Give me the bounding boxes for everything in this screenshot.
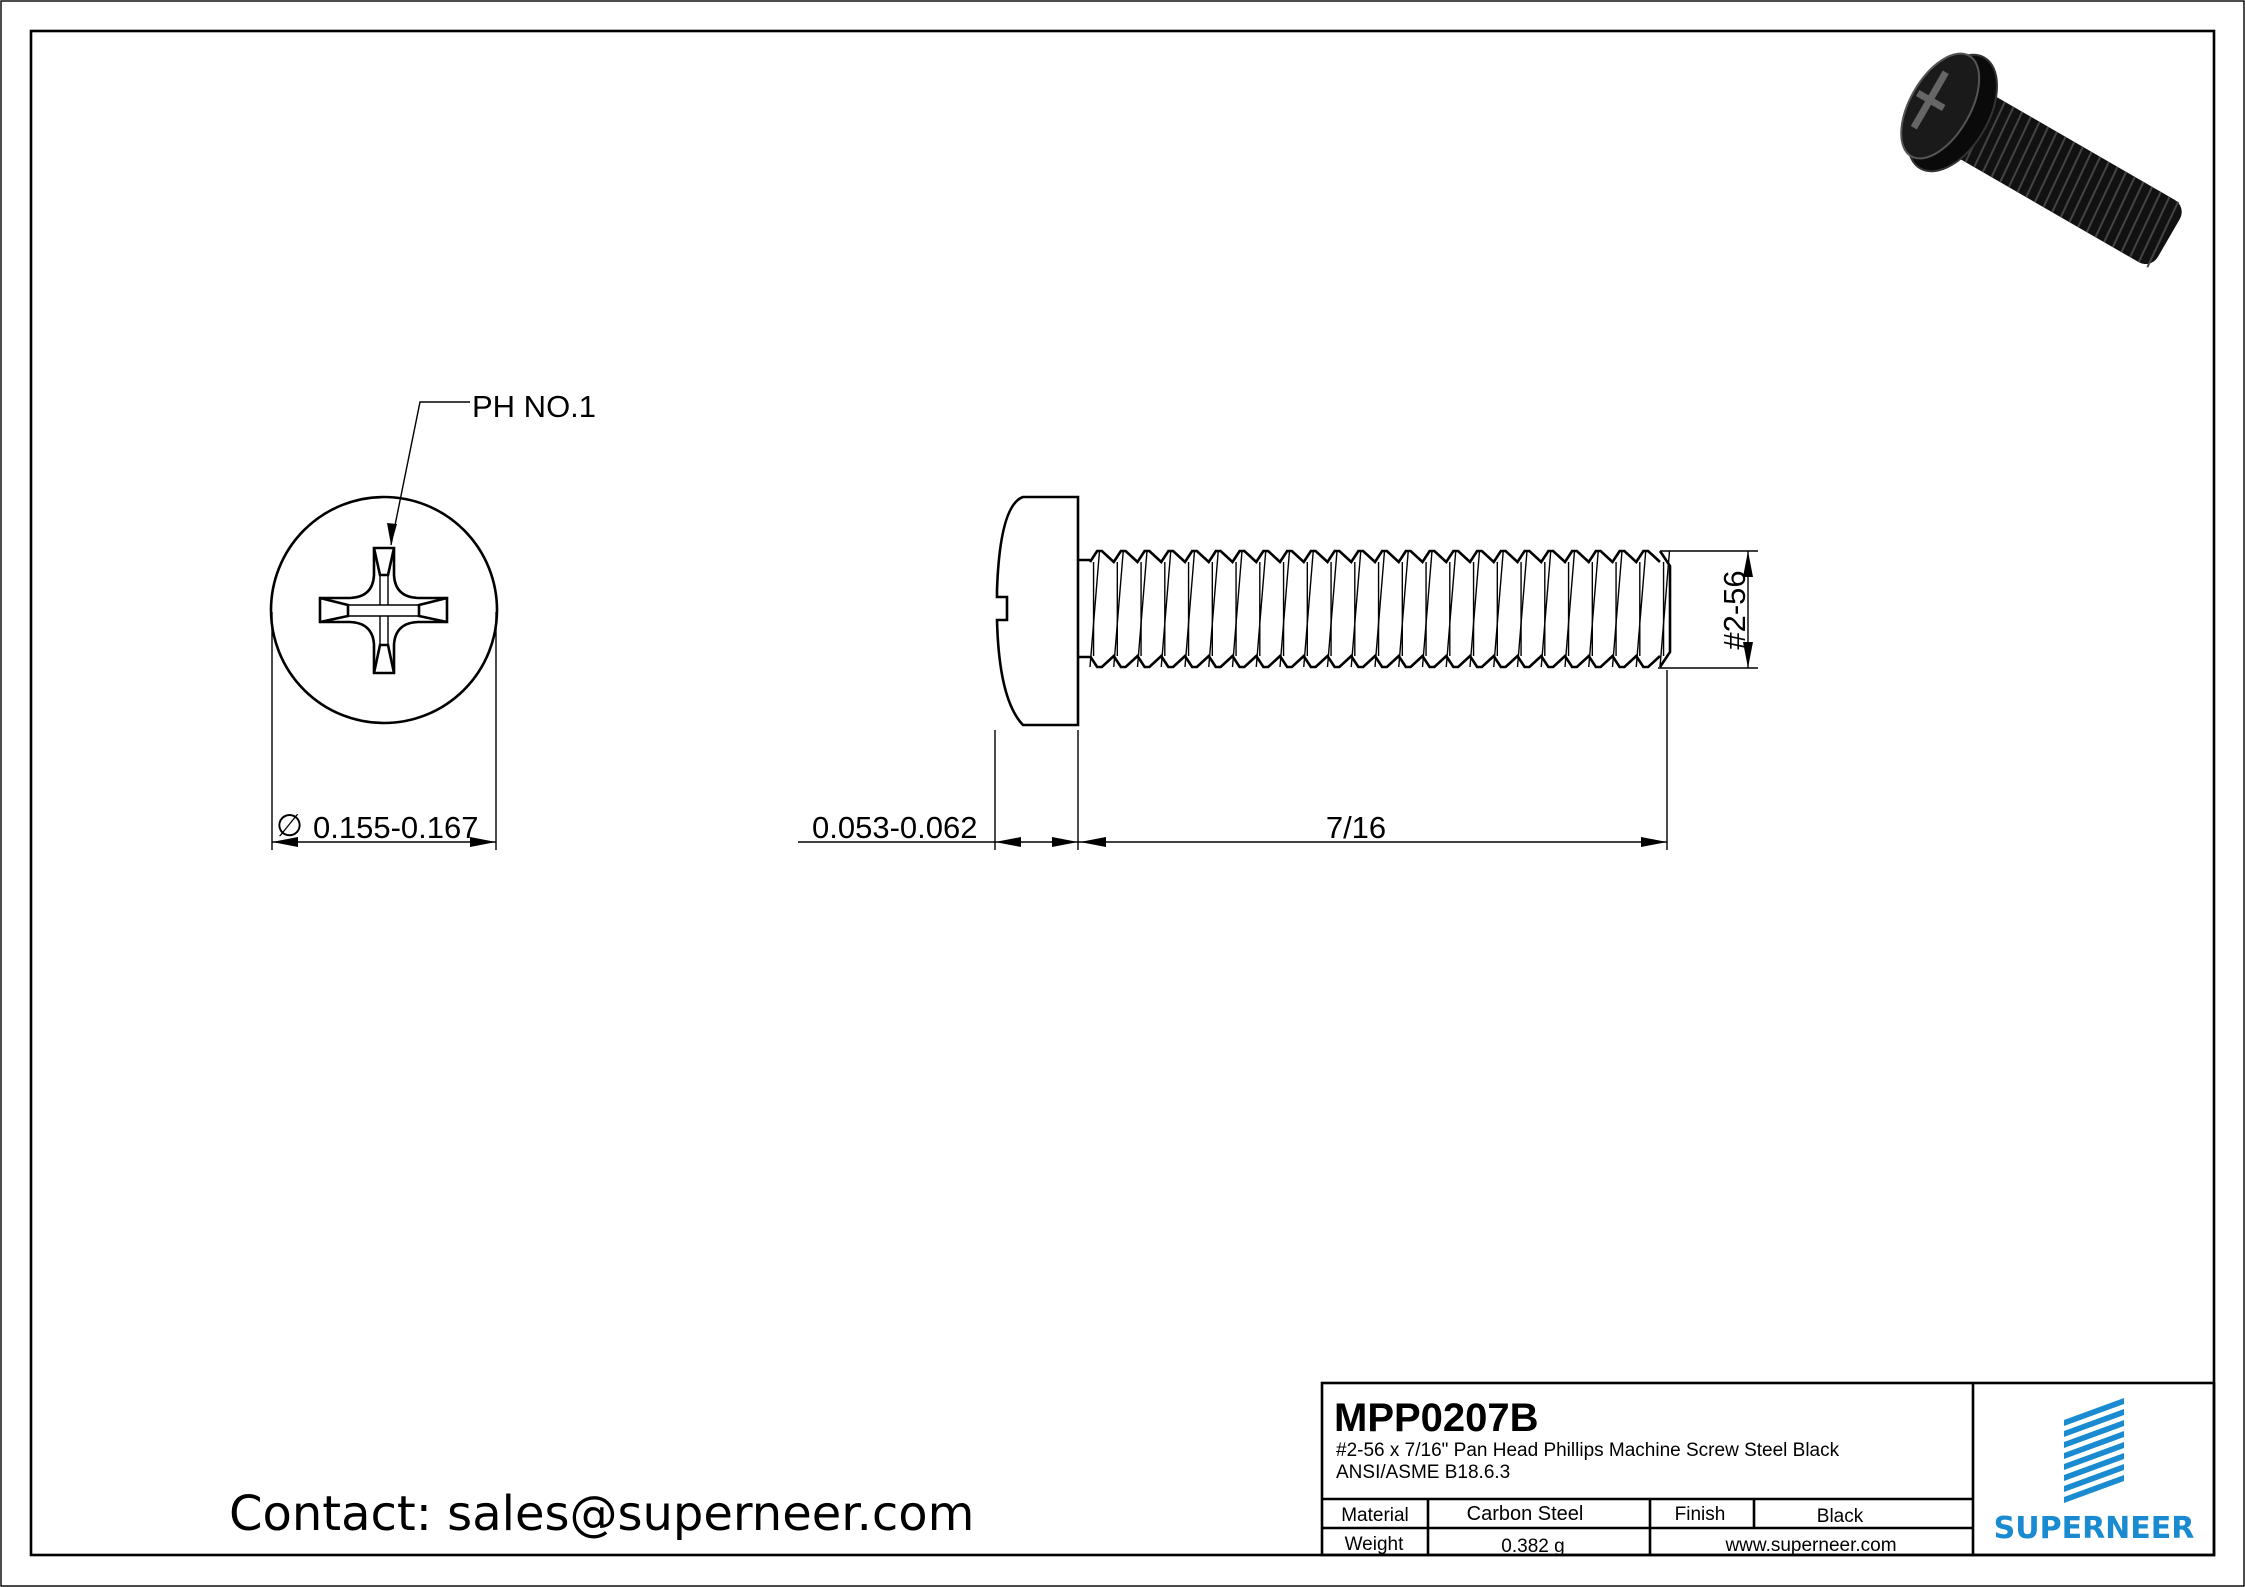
part-number: MPP0207B (1334, 1396, 1539, 1440)
arrowhead (272, 837, 298, 847)
arrowhead (1052, 837, 1078, 847)
finish-value: Black (1817, 1506, 1864, 1527)
part-standard: ANSI/ASME B18.6.3 (1336, 1462, 1510, 1483)
callout-arrowhead (387, 523, 397, 545)
arrowhead (470, 837, 496, 847)
recess-callout: PH NO.1 (472, 389, 596, 424)
arrowhead (1743, 551, 1753, 577)
title-block: MPP0207B #2-56 x 7/16" Pan Head Phillips… (1320, 1381, 2216, 1557)
head-outline (269, 495, 499, 725)
length-dimension: 7/16 (1326, 810, 1386, 845)
callout-leader (390, 401, 470, 546)
website-link[interactable]: www.superneer.com (1724, 1535, 1896, 1556)
diameter-dimension: 0.155-0.167 (313, 810, 478, 845)
thread-size-dimension: #2-56 (1717, 570, 1752, 649)
arrowhead (1080, 837, 1106, 847)
superneer-logo-icon (2064, 1398, 2124, 1503)
weight-label: Weight (1345, 1534, 1405, 1555)
front-view: PH NO.1 ∅ 0.155-0.167 (269, 389, 596, 850)
arrowhead (1743, 642, 1753, 668)
finish-label: Finish (1675, 1504, 1726, 1525)
material-label: Material (1341, 1505, 1409, 1526)
pan-head-profile (995, 495, 1080, 727)
contact-text: Contact: sales@superneer.com (229, 1486, 974, 1542)
part-description: #2-56 x 7/16" Pan Head Phillips Machine … (1336, 1440, 1840, 1461)
head-height-dimension: 0.053-0.062 (812, 810, 977, 845)
side-view: 0.053-0.062 7/16 #2-56 (798, 495, 1758, 850)
thread-profile (1088, 549, 1672, 669)
brand-name: SUPERNEER (1994, 1511, 2195, 1546)
arrowhead (1641, 837, 1667, 847)
arrowhead (995, 837, 1021, 847)
weight-value: 0.382 g (1501, 1536, 1564, 1557)
material-value: Carbon Steel (1467, 1503, 1584, 1525)
diameter-symbol: ∅ (276, 808, 303, 843)
screw-3d-render (1900, 52, 2182, 268)
drawing-frame (29, 29, 2216, 1557)
phillips-recess (318, 546, 449, 675)
